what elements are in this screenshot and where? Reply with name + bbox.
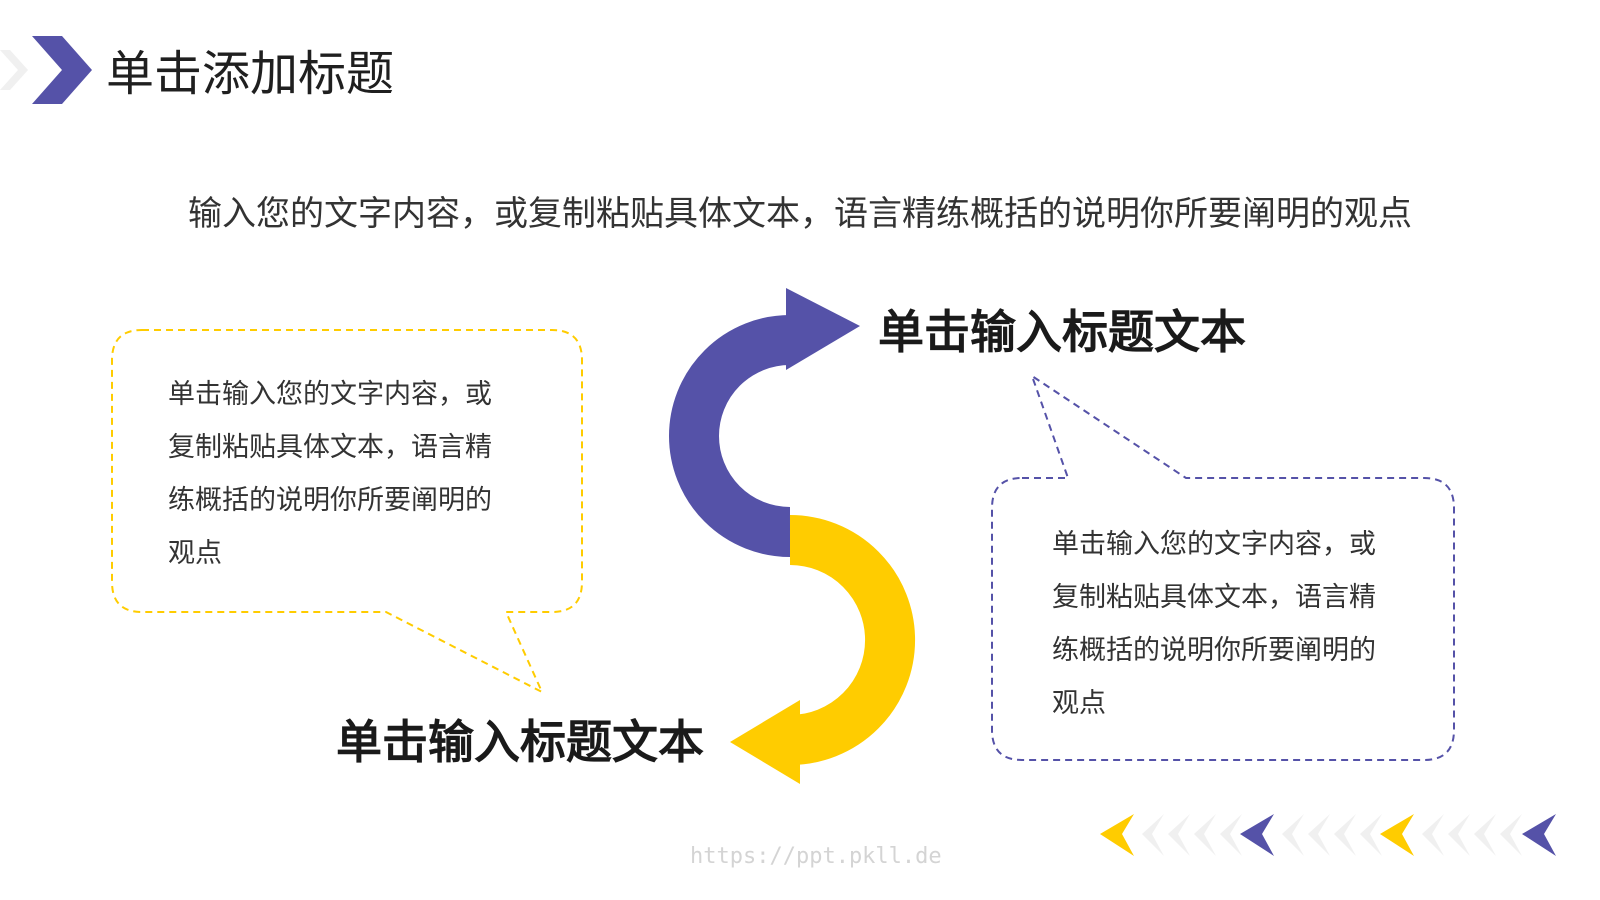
left-speech-bubble [111, 329, 583, 695]
text-line: 复制粘贴具体文本，语言精 [168, 432, 492, 463]
text-line: 观点 [1052, 688, 1106, 719]
chevron-right-icon [32, 36, 92, 104]
watermark-url: https://ppt.pkll.de [690, 844, 942, 869]
ghost-chevron-left-icon [1448, 814, 1470, 856]
yellow-chevron-left-icon [1100, 814, 1134, 856]
yellow-curved-arrow [789, 515, 915, 765]
yellow-chevron-left-icon [1380, 814, 1414, 856]
ghost-chevron-left-icon [1220, 814, 1242, 856]
purple-curved-arrow [669, 315, 791, 557]
subtitle-text[interactable]: 输入您的文字内容，或复制粘贴具体文本，语言精练概括的说明你所要阐明的观点 [188, 194, 1412, 234]
text-line: 练概括的说明你所要阐明的 [168, 485, 492, 516]
purple-chevron-left-icon [1240, 814, 1274, 856]
ghost-chevron-left-icon [1360, 814, 1382, 856]
ghost-chevron-left-icon [1334, 814, 1356, 856]
text-line: 单击输入您的文字内容，或 [1052, 529, 1376, 560]
ghost-chevron-left-icon [1142, 814, 1164, 856]
text-line: 单击输入您的文字内容，或 [168, 379, 492, 410]
page-title[interactable]: 单击添加标题 [106, 46, 395, 102]
ghost-chevron-left-icon [1474, 814, 1496, 856]
text-line: 练概括的说明你所要阐明的 [1052, 635, 1376, 666]
chevron-strip [1100, 814, 1556, 856]
ghost-chevron-left-icon [1282, 814, 1304, 856]
ghost-chevron-left-icon [1308, 814, 1330, 856]
heading-bottom[interactable]: 单击输入标题文本 [336, 715, 704, 769]
heading-top[interactable]: 单击输入标题文本 [878, 305, 1246, 359]
ghost-chevron-left-icon [1500, 814, 1522, 856]
ghost-chevron-left-icon [1168, 814, 1190, 856]
ghost-chevron-left-icon [1194, 814, 1216, 856]
purple-chevron-left-icon [1522, 814, 1556, 856]
ghost-chevron-icon [0, 50, 28, 90]
text-line: 观点 [168, 538, 222, 569]
yellow-arrow-head [730, 700, 800, 784]
purple-arrow-head [786, 288, 860, 370]
text-line: 复制粘贴具体文本，语言精 [1052, 582, 1376, 613]
left-bubble-text[interactable]: 单击输入您的文字内容，或 复制粘贴具体文本，语言精 练概括的说明你所要阐明的 观… [168, 368, 548, 580]
right-bubble-text[interactable]: 单击输入您的文字内容，或 复制粘贴具体文本，语言精 练概括的说明你所要阐明的 观… [1052, 518, 1432, 730]
right-speech-bubble [991, 373, 1455, 761]
ghost-chevron-left-icon [1422, 814, 1444, 856]
